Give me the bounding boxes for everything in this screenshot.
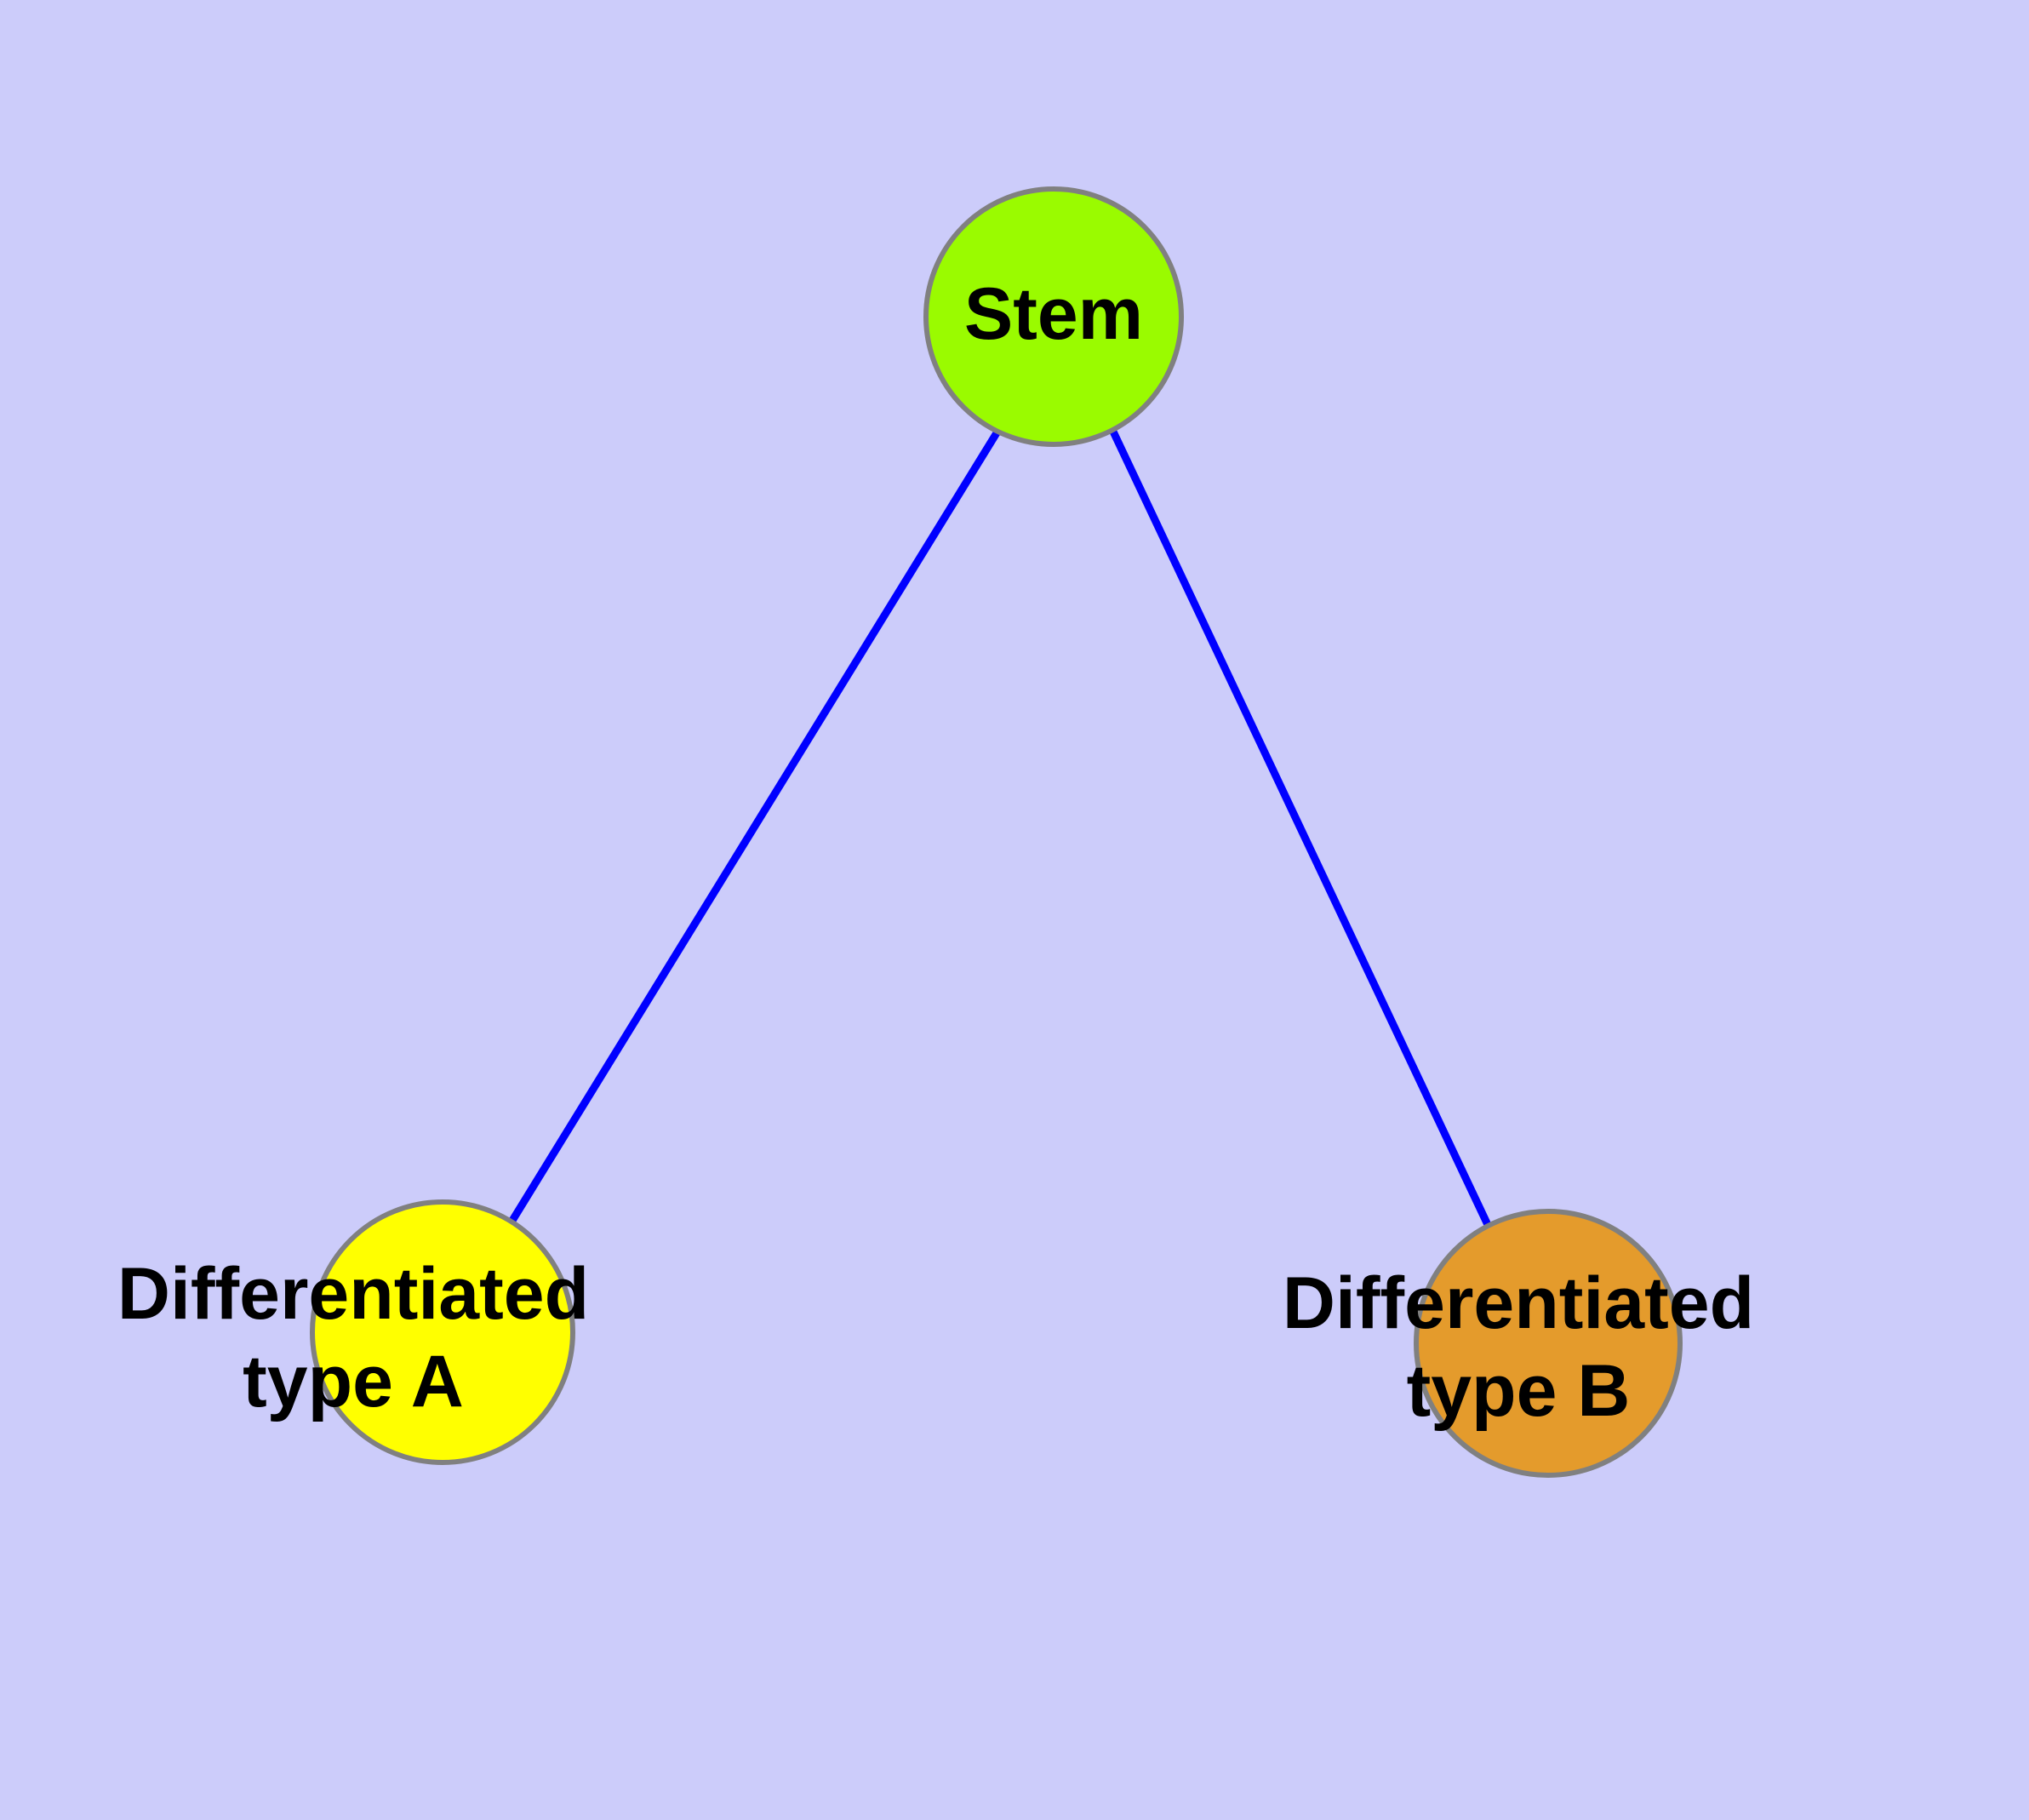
node-label-diff_b-line-1: Differentiated [1283, 1262, 1754, 1344]
node-label-diff_b-line-2: type B [1407, 1350, 1631, 1432]
edge-stem-to-a[interactable] [507, 429, 1001, 1226]
edge-stem-to-b[interactable] [1109, 430, 1494, 1230]
node-stem[interactable] [923, 186, 1184, 447]
node-label-diff_a-line-2: type A [243, 1341, 464, 1422]
nodes-layer [310, 186, 1683, 1478]
node-label-stem: Stem [964, 273, 1143, 355]
node-diff_b[interactable] [1414, 1209, 1683, 1478]
node-diff_a[interactable] [310, 1199, 575, 1465]
node-label-diff_a-line-1: Differentiated [117, 1253, 589, 1335]
edges-layer [507, 429, 1494, 1230]
